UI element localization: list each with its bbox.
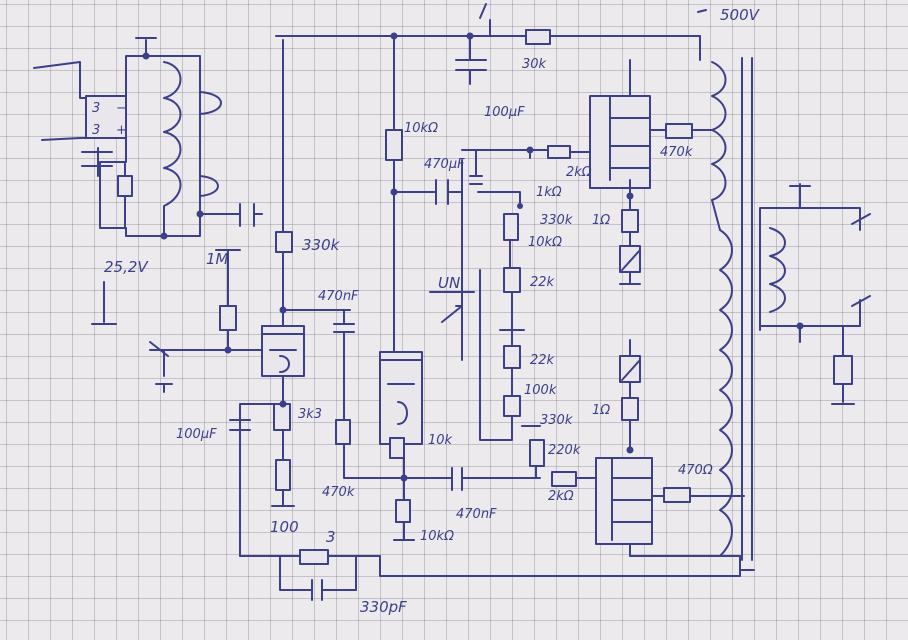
label-500v: 500V [720, 6, 761, 24]
label-un: UN [438, 274, 460, 292]
label-100uf-left: 100μF [176, 427, 217, 442]
heater-supply-section: 3 − 3 + [33, 37, 263, 240]
label-10k-mid2: 10k [428, 433, 453, 448]
svg-text:3: 3 [92, 101, 100, 116]
driver-stage [275, 3, 701, 541]
label-30k: 30k [522, 57, 547, 72]
label-22k-b: 22k [530, 353, 555, 368]
label-470nf-top: 470nF [318, 289, 359, 304]
label-470uf: 470μF [424, 157, 465, 172]
label-470k-a: 470k [660, 145, 693, 160]
label-470nf-bot: 470nF [456, 507, 497, 522]
feedback-network [239, 549, 741, 601]
label-330k-left: 330k [302, 236, 341, 254]
label-1r-a: 1Ω [592, 213, 610, 228]
label-22k-a: 22k [530, 275, 555, 290]
label-330k-b: 330k [540, 413, 573, 428]
label-3k3: 3k3 [298, 407, 322, 422]
component-labels: 500V 30k 100μF 10kΩ 470μF 2kΩ 1kΩ 330k 1… [104, 6, 761, 616]
label-1r-b: 1Ω [592, 403, 610, 418]
label-1k-top: 1kΩ [536, 185, 562, 200]
label-heater-voltage: 25,2V [104, 258, 149, 276]
label-1m: 1M [206, 250, 229, 268]
label-100: 100 [270, 518, 299, 536]
label-330pf: 330pF [360, 598, 407, 616]
output-stage [589, 59, 745, 557]
svg-text:+: + [116, 123, 127, 138]
label-10k-mid: 10kΩ [528, 235, 562, 250]
label-10k-bot: 10kΩ [420, 529, 454, 544]
label-220k: 220k [548, 443, 581, 458]
label-2k2-b: 2kΩ [548, 489, 574, 504]
label-470r-b: 470Ω [678, 463, 713, 478]
label-470k-b: 470k [322, 485, 355, 500]
label-330k-a: 330k [540, 213, 573, 228]
label-10k-top: 10kΩ [404, 121, 438, 136]
input-stage [149, 39, 401, 557]
label-100k: 100k [524, 383, 557, 398]
label-2k2-a: 2kΩ [566, 165, 592, 180]
svg-text:−: − [116, 101, 127, 116]
label-3: 3 [326, 528, 336, 546]
svg-text:3: 3 [92, 123, 100, 138]
heater-voltage-label-group [91, 281, 117, 325]
output-transformer [697, 9, 871, 571]
label-100uf: 100μF [484, 105, 525, 120]
